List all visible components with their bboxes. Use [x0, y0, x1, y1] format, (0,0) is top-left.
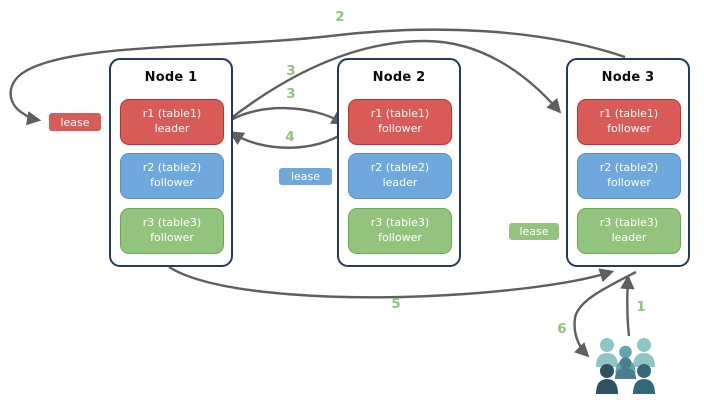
users-group-icon [596, 338, 655, 394]
replica-name: r2 (table2) [142, 161, 202, 175]
lease-badge-r1: lease [48, 112, 102, 132]
node-3-replica-r3: r3 (table3) leader [577, 208, 681, 254]
node-1-replica-r1: r1 (table1) leader [120, 99, 224, 145]
replica-name: r3 (table3) [599, 216, 659, 230]
replica-name: r1 (table1) [142, 107, 202, 121]
node-1-title: Node 1 [144, 70, 198, 85]
step-label-3a: 3 [286, 63, 296, 79]
replica-role: follower [378, 122, 422, 135]
node-2-replica-r2: r2 (table2) leader [348, 153, 452, 199]
lease-badge-r3: lease [508, 222, 560, 241]
replica-name: r1 (table1) [599, 107, 659, 121]
arrow-step-5 [168, 265, 615, 299]
node-1-replica-r3: r3 (table3) follower [120, 208, 224, 254]
step-label-4: 4 [285, 129, 295, 145]
node-3-replica-r2: r2 (table2) follower [577, 153, 681, 199]
replica-role: leader [382, 176, 418, 189]
arrow-step-3-to-node2 [228, 106, 346, 125]
arrow-step-1 [620, 274, 635, 337]
node-3-title: Node 3 [601, 70, 655, 85]
arrow-step-2 [9, 28, 626, 126]
replica-role: follower [150, 176, 194, 189]
node-3-replica-r1: r1 (table1) follower [577, 99, 681, 145]
person-icon [596, 338, 618, 367]
node-1: Node 1 r1 (table1) leader r2 (table2) fo… [109, 58, 233, 267]
node-2-title: Node 2 [372, 70, 426, 85]
replica-role: follower [150, 231, 194, 244]
node-2-replica-r3: r3 (table3) follower [348, 208, 452, 254]
replica-role: leader [154, 122, 190, 135]
replica-role: leader [611, 231, 647, 244]
node-1-replica-r2: r2 (table2) follower [120, 153, 224, 199]
person-icon [596, 364, 618, 394]
replica-role: follower [607, 176, 651, 189]
replica-role: follower [607, 122, 651, 135]
step-label-6: 6 [557, 321, 567, 337]
lease-badge-r2: lease [278, 167, 333, 186]
person-icon [633, 338, 655, 367]
replica-name: r3 (table3) [370, 216, 430, 230]
replica-role: follower [378, 231, 422, 244]
step-label-1: 1 [636, 299, 646, 315]
person-icon [615, 357, 636, 379]
replica-name: r3 (table3) [142, 216, 202, 230]
step-label-2: 2 [335, 9, 345, 25]
node-3: Node 3 r1 (table1) follower r2 (table2) … [566, 58, 690, 267]
replica-name: r2 (table2) [599, 161, 659, 175]
person-icon [633, 364, 655, 394]
replica-name: r2 (table2) [370, 161, 430, 175]
node-2-replica-r1: r1 (table1) follower [348, 99, 452, 145]
replica-name: r1 (table1) [370, 107, 430, 121]
node-2: Node 2 r1 (table1) follower r2 (table2) … [337, 58, 461, 267]
step-label-3b: 3 [286, 86, 296, 102]
step-label-5: 5 [391, 296, 401, 312]
